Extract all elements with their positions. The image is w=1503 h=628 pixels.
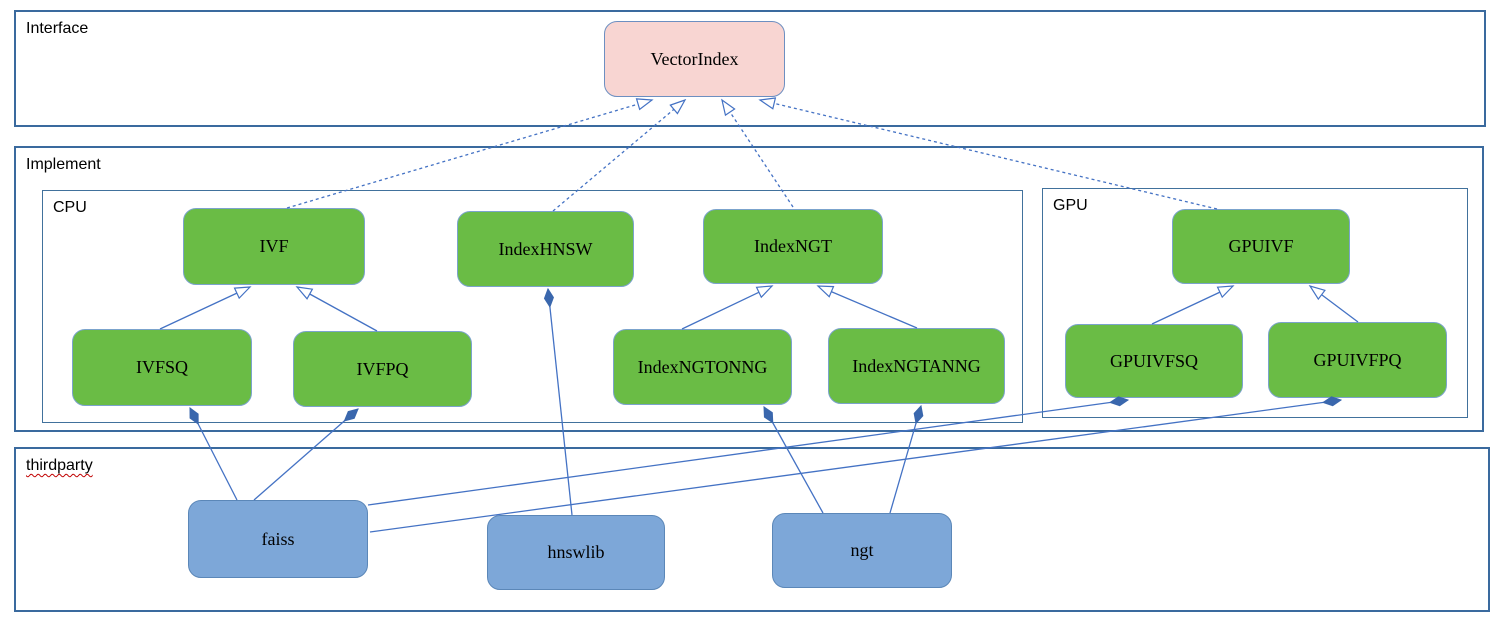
cpu-container-label: CPU (53, 199, 87, 216)
node-indexngt: IndexNGT (703, 209, 883, 284)
node-vectorindex-label: VectorIndex (650, 48, 739, 69)
node-gpuivf-label: GPUIVF (1228, 236, 1294, 256)
node-indexngtanng-label: IndexNGTANNG (852, 355, 981, 376)
node-ivfsq-label: IVFSQ (135, 357, 188, 377)
node-indexhnsw-label: IndexHNSW (498, 238, 593, 259)
node-ngt-label: ngt (850, 540, 874, 560)
node-gpuivfpq-label: GPUIVFPQ (1313, 349, 1402, 370)
node-gpuivf: GPUIVF (1172, 209, 1350, 284)
node-faiss-label: faiss (261, 528, 295, 549)
node-ivf-label: IVF (259, 236, 289, 256)
node-ivf: IVF (183, 208, 365, 285)
node-gpuivfpq: GPUIVFPQ (1268, 322, 1447, 398)
node-vectorindex: VectorIndex (604, 21, 785, 97)
node-gpuivfsq-label: GPUIVFSQ (1109, 350, 1199, 371)
node-hnswlib: hnswlib (487, 515, 665, 590)
node-indexngtonng-label: IndexNGTONNG (637, 356, 768, 377)
thirdparty-container-label: thirdparty (26, 457, 93, 474)
node-indexngtonng: IndexNGTONNG (613, 329, 792, 405)
node-indexhnsw: IndexHNSW (457, 211, 634, 287)
node-ivfpq-label: IVFPQ (356, 358, 409, 379)
implement-container-label: Implement (26, 156, 101, 173)
node-ngt: ngt (772, 513, 952, 588)
node-indexngtanng: IndexNGTANNG (828, 328, 1005, 404)
node-ivfpq: IVFPQ (293, 331, 472, 407)
interface-container-label: Interface (26, 20, 89, 37)
node-gpuivfsq: GPUIVFSQ (1065, 324, 1243, 398)
node-ivfsq: IVFSQ (72, 329, 252, 406)
node-indexngt-label: IndexNGT (754, 236, 832, 256)
node-hnswlib-label: hnswlib (547, 542, 605, 562)
node-faiss: faiss (188, 500, 368, 578)
